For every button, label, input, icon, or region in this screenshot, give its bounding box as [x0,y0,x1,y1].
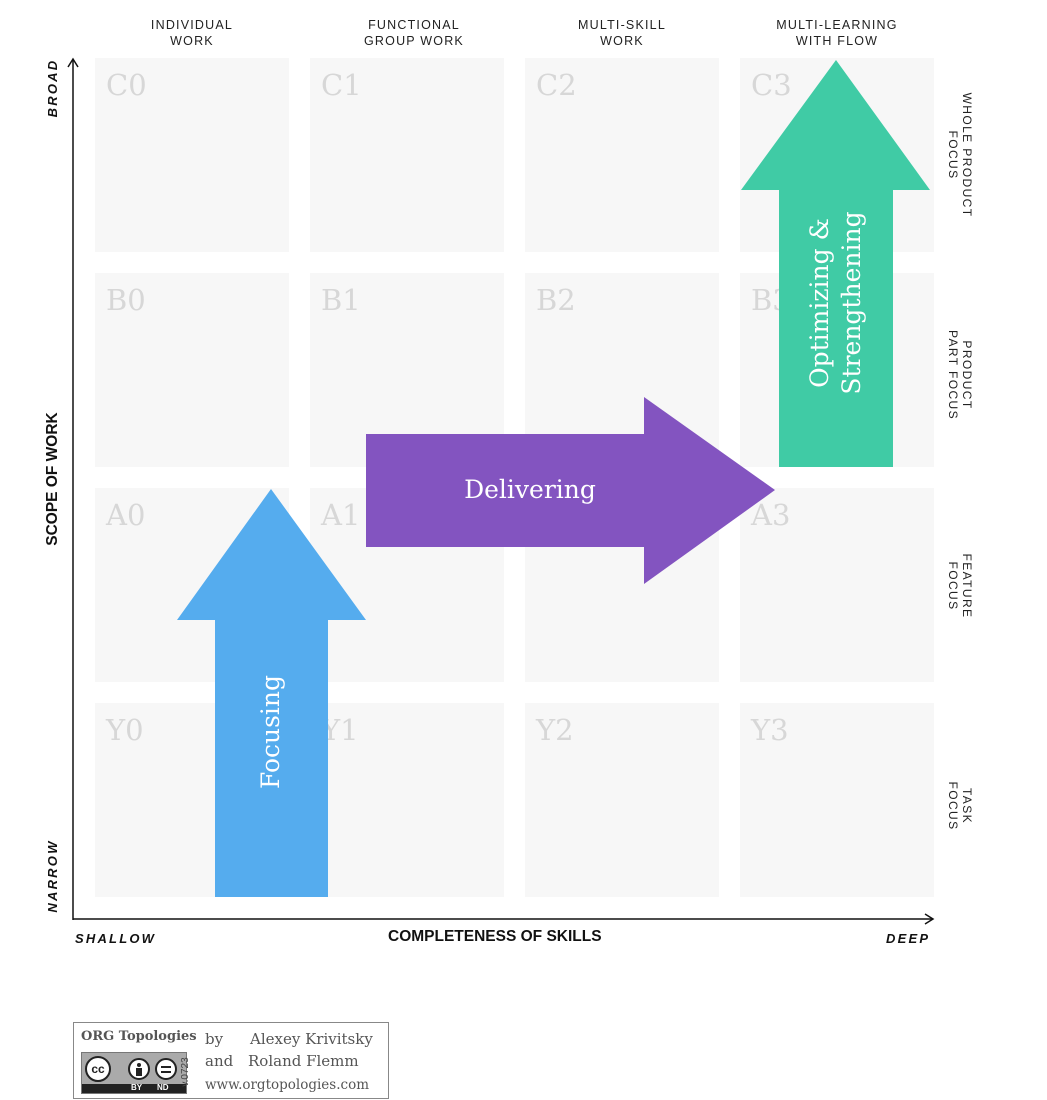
by-label: by [205,1030,224,1048]
column-header-individual-work: INDIVIDUAL WORK [150,18,234,48]
delivering-arrow-label: Delivering [464,475,596,504]
cell-y2: Y2 [525,703,719,897]
cc-icon: cc [85,1056,111,1082]
cell-label: A0 [106,498,146,532]
y-axis-arrowhead-icon [67,57,79,68]
x-axis-title: COMPLETENESS OF SKILLS [388,928,602,945]
cell-a3: A3 [740,488,934,682]
x-axis-right-label: DEEP [886,931,931,946]
delivering-arrow [366,397,775,584]
cell-label: B1 [321,283,361,317]
column-header-multi-skill-work: MULTI-SKILL WORK [578,18,666,48]
version-label: v.0723 [180,1057,191,1087]
cell-y1: Y1 [310,703,504,897]
cell-label: C3 [751,68,792,102]
brand-name: ORG Topologies [81,1029,197,1044]
focusing-arrow [177,489,366,897]
cell-label: Y2 [536,713,574,747]
column-header-functional-group-work: FUNCTIONAL GROUP WORK [364,18,464,48]
column-header-multi-learning-with-flow: MULTI-LEARNING WITH FLOW [776,18,898,48]
x-axis-arrowhead-icon [924,913,935,925]
optimizing-arrow [741,60,930,467]
cell-label: A3 [751,498,791,532]
author-1: Alexey Krivitsky [250,1030,373,1048]
cell-label: B0 [106,283,146,317]
cell-label: Y3 [751,713,789,747]
x-axis-left-label: SHALLOW [75,931,157,946]
cell-c0: C0 [95,58,289,252]
optimizing-arrow-label: Optimizing & Strengthening [805,211,866,395]
cell-c1: C1 [310,58,504,252]
cell-c2: C2 [525,58,719,252]
attribution-icon [128,1058,150,1080]
author-2: Roland Flemm [248,1052,359,1070]
cell-label: C1 [321,68,362,102]
cell-label: A1 [321,498,361,532]
and-label: and [205,1052,234,1070]
cell-label: B2 [536,283,576,317]
cell-label: Y0 [106,713,144,747]
focusing-arrow-label: Focusing [256,674,285,790]
license-by-label: BY [131,1083,143,1092]
cell-label: C2 [536,68,577,102]
cell-y3: Y3 [740,703,934,897]
cell-b0: B0 [95,273,289,467]
cc-license-badge: cc BY ND [81,1052,187,1094]
no-derivatives-icon [155,1058,177,1080]
cell-label: C0 [106,68,147,102]
license-strip: BY ND [82,1083,186,1093]
license-nd-label: ND [157,1083,169,1092]
license-footer: ORG Topologies cc BY ND v.0723 by Alexey… [73,1022,389,1099]
website-link[interactable]: www.orgtopologies.com [205,1077,370,1093]
